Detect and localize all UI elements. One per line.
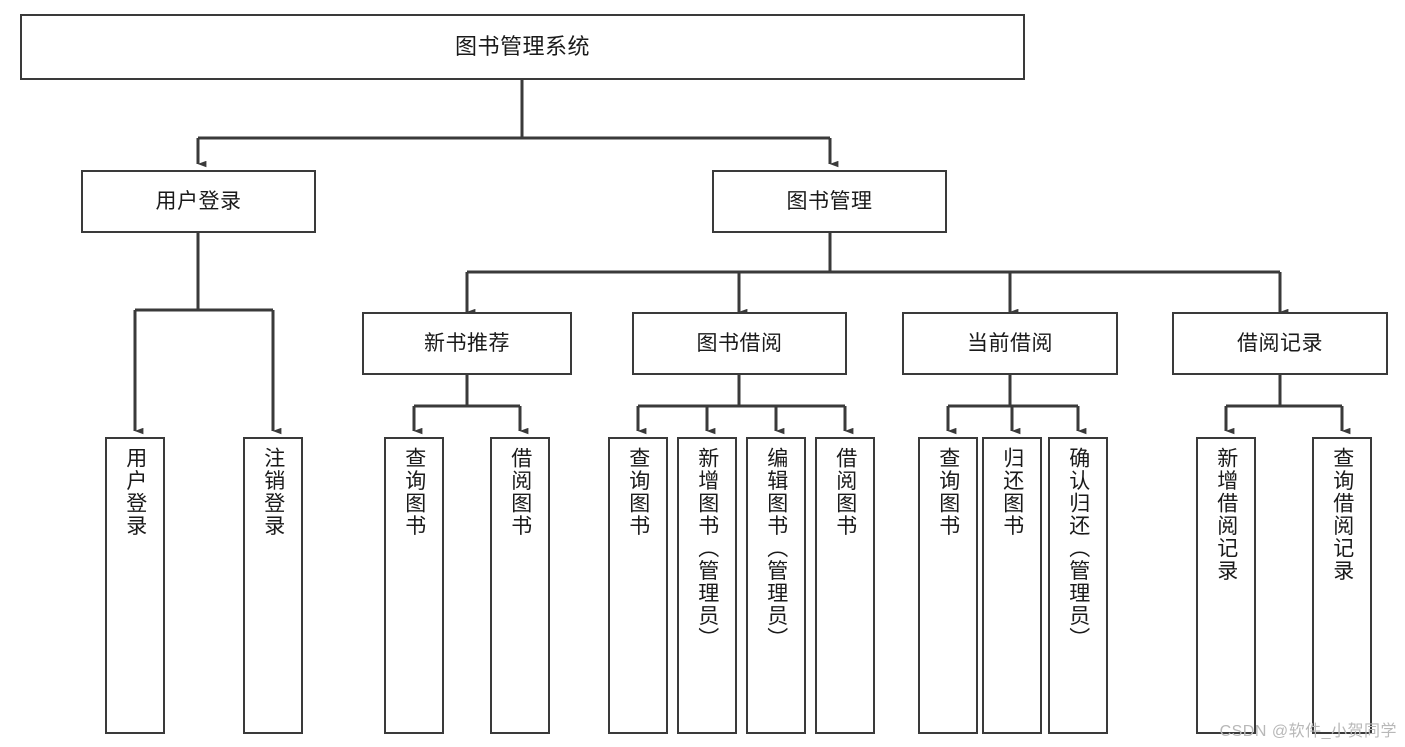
node-label: 归还图书 [1000, 447, 1024, 537]
node-label: 查询图书 [402, 447, 426, 537]
node-label: 查询图书 [936, 447, 960, 537]
node-label: 用户登录 [155, 189, 242, 213]
node-label: 确认归还（管理员） [1066, 447, 1090, 650]
leaf-current-borrow-return-book[interactable]: 归还图书 [982, 437, 1042, 734]
node-label: 查询图书 [626, 447, 650, 537]
node-root-book-management-system[interactable]: 图书管理系统 [20, 14, 1025, 80]
node-label: 图书管理 [786, 189, 873, 213]
node-label: 新书推荐 [424, 331, 510, 355]
node-book-management[interactable]: 图书管理 [712, 170, 947, 233]
node-label: 注销登录 [261, 447, 285, 537]
node-label: 用户登录 [123, 447, 147, 537]
leaf-borrow-record-add-record[interactable]: 新增借阅记录 [1196, 437, 1256, 734]
node-label: 当前借阅 [967, 331, 1053, 355]
node-label: 编辑图书（管理员） [764, 447, 788, 650]
node-label: 借阅图书 [833, 447, 857, 537]
leaf-new-book-borrow-book[interactable]: 借阅图书 [490, 437, 550, 734]
leaf-current-borrow-confirm-return-admin[interactable]: 确认归还（管理员） [1048, 437, 1108, 734]
node-label: 借阅图书 [508, 447, 532, 537]
node-book-borrow[interactable]: 图书借阅 [632, 312, 847, 375]
node-borrow-record[interactable]: 借阅记录 [1172, 312, 1388, 375]
leaf-user-login-login[interactable]: 用户登录 [105, 437, 165, 734]
leaf-book-borrow-edit-book-admin[interactable]: 编辑图书（管理员） [746, 437, 806, 734]
node-label: 图书借阅 [696, 331, 783, 355]
leaf-book-borrow-query-book[interactable]: 查询图书 [608, 437, 668, 734]
node-label: 新增借阅记录 [1214, 447, 1238, 582]
leaf-borrow-record-query-record[interactable]: 查询借阅记录 [1312, 437, 1372, 734]
node-new-book-recommend[interactable]: 新书推荐 [362, 312, 572, 375]
node-user-login[interactable]: 用户登录 [81, 170, 316, 233]
leaf-book-borrow-borrow-book[interactable]: 借阅图书 [815, 437, 875, 734]
node-label: 图书管理系统 [454, 33, 590, 59]
leaf-user-login-logout[interactable]: 注销登录 [243, 437, 303, 734]
leaf-new-book-query-book[interactable]: 查询图书 [384, 437, 444, 734]
leaf-book-borrow-add-book-admin[interactable]: 新增图书（管理员） [677, 437, 737, 734]
node-current-borrow[interactable]: 当前借阅 [902, 312, 1118, 375]
node-label: 借阅记录 [1237, 331, 1323, 355]
node-label: 新增图书（管理员） [695, 447, 719, 650]
node-label: 查询借阅记录 [1330, 447, 1354, 582]
leaf-current-borrow-query-book[interactable]: 查询图书 [918, 437, 978, 734]
